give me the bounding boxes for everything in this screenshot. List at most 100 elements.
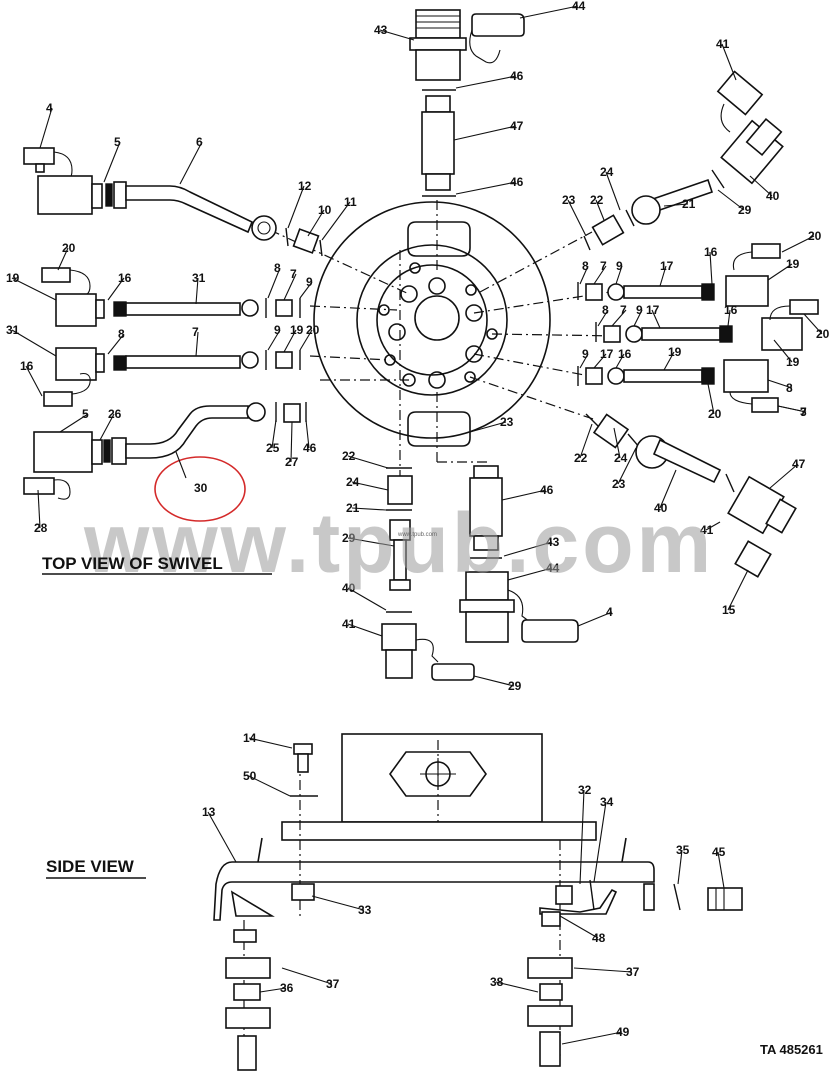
top-coupling-stack	[409, 9, 525, 197]
upper-left-hose-assembly	[23, 147, 323, 257]
callout-24: 24	[614, 451, 628, 465]
watermark-small-text: www.tpub.com	[397, 532, 437, 538]
callout-36: 36	[280, 981, 294, 995]
callout-leader	[473, 675, 515, 687]
callout-leader	[769, 463, 799, 489]
callout-leader	[179, 141, 203, 185]
callout-21: 21	[682, 197, 696, 211]
callout-13: 13	[202, 805, 216, 819]
callout-leader	[207, 811, 237, 863]
callout-leader	[175, 451, 187, 479]
callout-22: 22	[574, 451, 588, 465]
callout-leader	[567, 199, 587, 237]
callout-21: 21	[346, 501, 360, 515]
callout-leader	[283, 273, 297, 301]
callout-leader	[707, 383, 715, 415]
callout-35: 35	[676, 843, 690, 857]
callout-19: 19	[6, 271, 20, 285]
callout-9: 9	[274, 323, 281, 337]
callout-3: 3	[800, 405, 807, 419]
callout-24: 24	[600, 165, 614, 179]
callout-5: 5	[114, 135, 121, 149]
callout-46: 46	[510, 175, 524, 189]
callout-leader	[559, 915, 599, 939]
callout-43: 43	[546, 535, 560, 549]
right-hose-rows	[577, 243, 819, 413]
callout-leader	[305, 419, 310, 449]
swivel-outer-ring	[313, 201, 551, 439]
callout-leader	[573, 967, 633, 973]
callout-40: 40	[654, 501, 668, 515]
swivel-top-view	[23, 9, 819, 681]
callout-41: 41	[342, 617, 356, 631]
callout-leader	[248, 775, 291, 797]
callout-19: 19	[668, 345, 682, 359]
callout-leader	[351, 481, 389, 491]
callout-8: 8	[786, 381, 793, 395]
callout-leader	[107, 333, 125, 355]
callout-leader	[595, 199, 605, 221]
callout-9: 9	[582, 347, 589, 361]
callout-leader	[727, 309, 731, 327]
side-view-drawing	[213, 733, 743, 1071]
callout-6: 6	[196, 135, 203, 149]
callout-leader	[290, 421, 293, 463]
callout-11: 11	[344, 195, 357, 209]
callout-leader	[717, 851, 725, 889]
callout-leader	[379, 29, 415, 41]
callout-23: 23	[500, 415, 514, 429]
callout-leader	[597, 309, 609, 327]
callout-leader	[579, 353, 589, 369]
callout-14: 14	[243, 731, 257, 745]
callout-leader	[577, 611, 613, 627]
callout-leader	[267, 267, 281, 299]
callout-43: 43	[374, 23, 388, 37]
callout-26: 26	[108, 407, 122, 421]
callout-leader	[519, 5, 579, 19]
callout-9: 9	[616, 259, 623, 273]
callout-28: 28	[34, 521, 48, 535]
top-view-heading-text: TOP VIEW OF SWIVEL	[42, 554, 223, 573]
callout-17: 17	[646, 303, 660, 317]
callout-leader	[615, 265, 623, 285]
callout-leader	[803, 313, 823, 335]
watermark-text: www.tpub.com	[83, 496, 714, 590]
callout-leader	[267, 329, 281, 351]
callout-leader	[767, 379, 793, 389]
callout-leader	[59, 413, 89, 433]
callout-46: 46	[303, 441, 317, 455]
callout-24: 24	[346, 475, 360, 489]
callout-leader	[663, 351, 675, 371]
callout-leader	[721, 43, 737, 81]
callout-leader	[107, 277, 125, 301]
swivel-inner-ring	[356, 244, 508, 396]
callout-23: 23	[562, 193, 576, 207]
callout-19: 19	[290, 323, 304, 337]
callout-31: 31	[192, 271, 206, 285]
callout-leader	[283, 329, 297, 353]
callout-leader	[717, 189, 745, 211]
callout-16: 16	[724, 303, 738, 317]
callout-leader	[705, 521, 721, 531]
callout-31: 31	[6, 323, 20, 337]
callout-leader	[651, 309, 661, 329]
callout-leader	[311, 895, 365, 911]
callout-47: 47	[510, 119, 524, 133]
highlight-circle	[154, 456, 246, 522]
callout-17: 17	[660, 259, 674, 273]
side-view-heading-text: SIDE VIEW	[46, 857, 135, 876]
callout-leader	[495, 981, 539, 993]
callout-leader	[259, 987, 287, 993]
callout-16: 16	[704, 245, 718, 259]
callout-leader	[659, 469, 677, 509]
callout-leader	[271, 419, 277, 449]
callout-23: 23	[612, 477, 626, 491]
callout-leader	[615, 353, 625, 369]
figure-id: TA 485261	[760, 1042, 823, 1057]
callout-19: 19	[786, 257, 800, 271]
top-view-heading: TOP VIEW OF SWIVEL	[42, 554, 272, 575]
callout-leader	[195, 277, 199, 305]
callout-leader	[469, 421, 507, 433]
callout-leader	[455, 181, 517, 195]
